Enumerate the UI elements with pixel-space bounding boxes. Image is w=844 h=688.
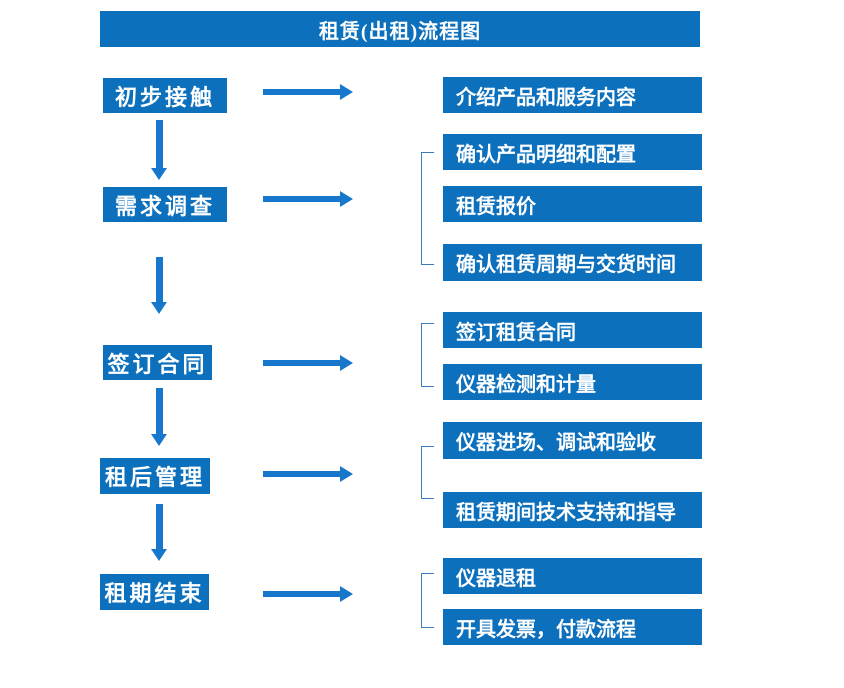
detail-confirm-rental-period-delivery: 确认租赁周期与交货时间 — [443, 244, 702, 281]
detail-instrument-setup-acceptance: 仪器进场、调试和验收 — [443, 422, 702, 459]
bracket-group-post-rental — [421, 446, 434, 499]
step-label: 初步接触 — [114, 84, 215, 110]
detail-instrument-testing-metering: 仪器检测和计量 — [443, 364, 702, 400]
detail-invoice-payment: 开具发票，付款流程 — [443, 609, 702, 645]
bracket-group-sign-contract — [421, 323, 434, 387]
arrow-down-icon-3 — [151, 388, 168, 446]
detail-label: 仪器进场、调试和验收 — [456, 432, 656, 454]
arrow-right-icon-4 — [263, 466, 353, 482]
detail-label: 租赁期间技术支持和指导 — [456, 501, 676, 524]
step-post-rental-management: 租后管理 — [100, 458, 210, 494]
step-initial-contact: 初步接触 — [103, 78, 227, 113]
detail-confirm-product-config: 确认产品明细和配置 — [443, 134, 702, 170]
step-label: 租期结束 — [104, 581, 205, 606]
detail-label: 确认租赁周期与交货时间 — [456, 254, 676, 276]
page-title: 租赁(出租)流程图 — [318, 20, 482, 43]
detail-instrument-return: 仪器退租 — [443, 558, 702, 594]
arrow-right-icon-2 — [263, 191, 353, 207]
detail-label: 租赁报价 — [456, 195, 536, 218]
bracket-group-rental-end — [421, 573, 434, 628]
detail-sign-rental-contract: 签订租赁合同 — [443, 312, 702, 348]
bracket-group-demand-survey — [421, 152, 434, 265]
arrow-down-icon-2 — [151, 257, 168, 314]
step-sign-contract: 签订合同 — [103, 345, 212, 380]
detail-introduce-products-services: 介绍产品和服务内容 — [443, 77, 702, 113]
arrow-down-icon-1 — [151, 120, 168, 180]
step-label: 签订合同 — [107, 351, 208, 377]
detail-label: 开具发票，付款流程 — [456, 618, 636, 641]
arrow-right-icon-5 — [263, 586, 353, 602]
arrow-right-icon-3 — [263, 355, 353, 371]
title-bar: 租赁(出租)流程图 — [100, 11, 700, 47]
step-label: 需求调查 — [114, 193, 215, 219]
detail-label: 确认产品明细和配置 — [456, 143, 636, 166]
detail-rental-quote: 租赁报价 — [443, 186, 702, 222]
arrow-down-icon-4 — [151, 504, 168, 561]
detail-label: 仪器退租 — [456, 567, 536, 590]
arrow-right-icon-1 — [263, 84, 353, 100]
detail-label: 仪器检测和计量 — [456, 373, 596, 396]
detail-tech-support-guidance: 租赁期间技术支持和指导 — [443, 492, 702, 528]
step-rental-end: 租期结束 — [100, 574, 209, 610]
detail-label: 介绍产品和服务内容 — [456, 86, 636, 109]
detail-label: 签订租赁合同 — [456, 321, 576, 344]
step-demand-survey: 需求调查 — [103, 187, 227, 222]
step-label: 租后管理 — [104, 465, 205, 490]
